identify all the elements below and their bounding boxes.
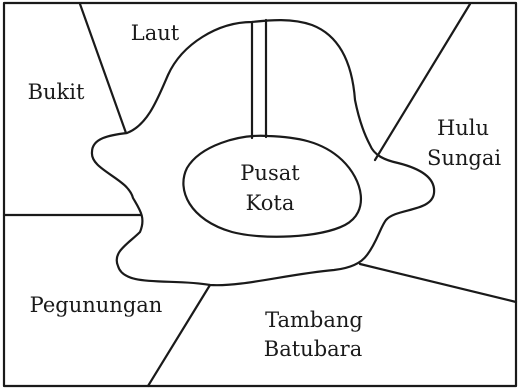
divider-laut-bukit (78, 2, 128, 135)
divider-hulu-sungai-tambang (358, 262, 518, 304)
city-center-outline (182, 134, 362, 238)
label-bukit: Bukit (28, 80, 85, 104)
city-area-outline (90, 19, 436, 287)
label-pegunungan: Pegunungan (30, 293, 163, 317)
label-laut: Laut (131, 21, 180, 45)
divider-laut-hulu-sungai (373, 2, 472, 162)
label-hulu: Hulu (437, 116, 489, 140)
label-sungai: Sungai (427, 146, 501, 170)
divider-pegunungan-tambang (146, 283, 212, 388)
label-tambang: Tambang (265, 308, 363, 332)
label-pusat: Pusat (240, 161, 300, 185)
label-kota: Kota (246, 191, 295, 215)
label-batubara: Batubara (264, 337, 362, 361)
